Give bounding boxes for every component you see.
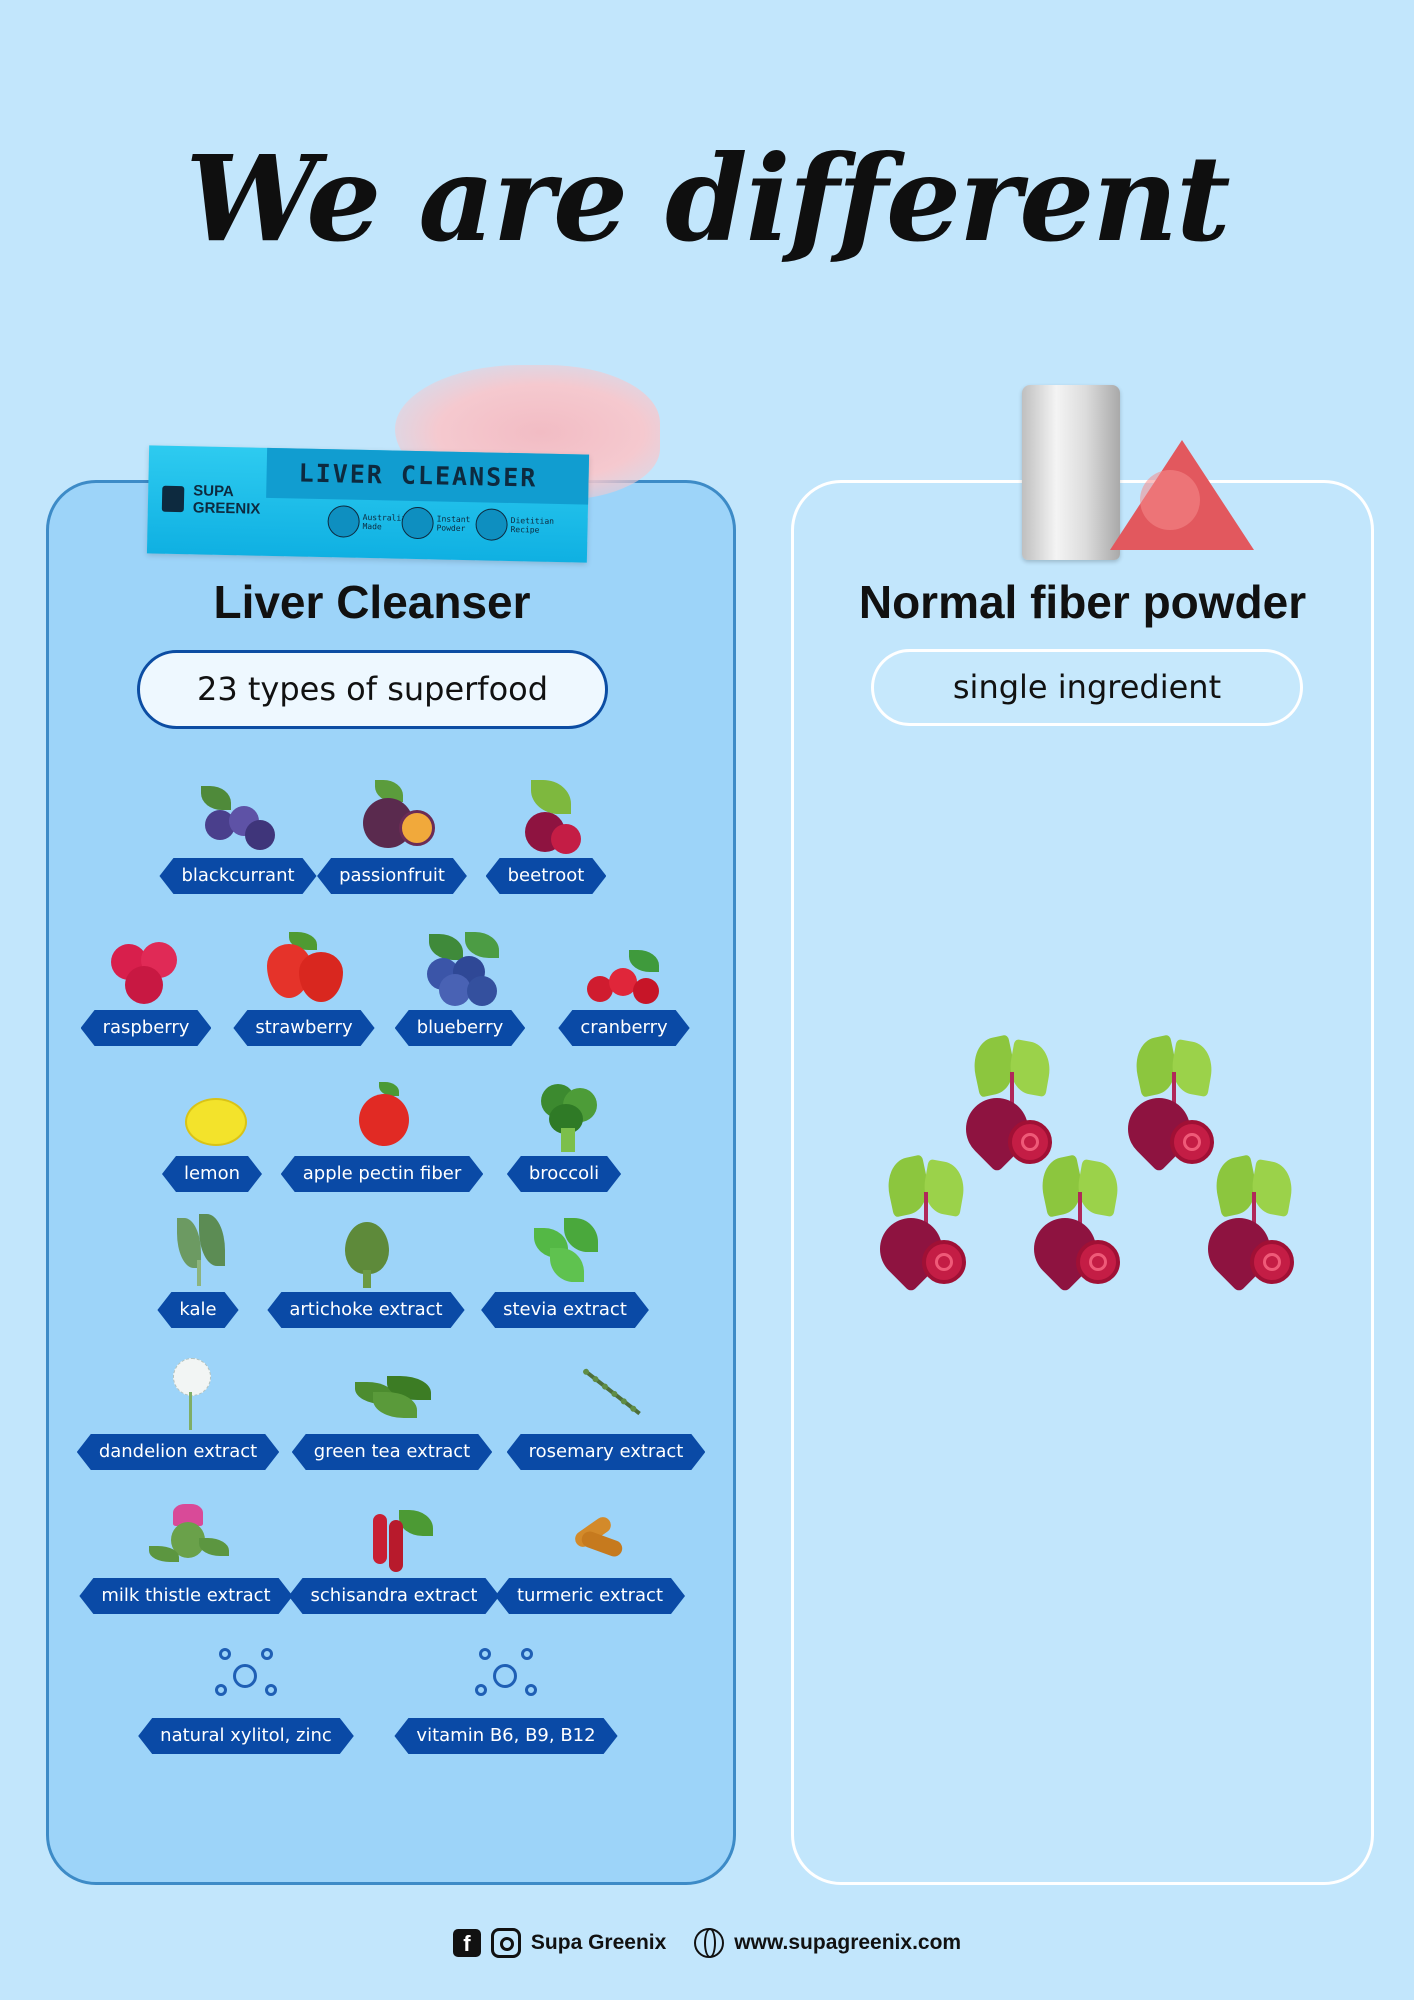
- ingredient-beetroot: beetroot: [426, 780, 666, 894]
- ingredient-label: rosemary extract: [507, 1434, 706, 1470]
- page-title: We are different: [185, 129, 1230, 268]
- ingredient-label: raspberry: [81, 1010, 212, 1046]
- ingredient-dandelion-extract: dandelion extract: [58, 1356, 298, 1470]
- ingredient-label: lemon: [162, 1156, 262, 1192]
- silver-pouch-image: [1022, 385, 1120, 560]
- globe-icon: [694, 1928, 725, 1958]
- sachet-feature-label: Dietitian Recipe: [510, 515, 555, 535]
- ingredient-label: blueberry: [395, 1010, 526, 1046]
- sachet-features: Australian Made Instant Powder Dietitian…: [327, 505, 554, 541]
- ingredient-vitamin-b: vitamin B6, B9, B12: [386, 1640, 626, 1754]
- artichoke-icon: [321, 1214, 411, 1288]
- schisandra-icon: [349, 1500, 439, 1574]
- ingredient-green-tea-extract: green tea extract: [272, 1356, 512, 1470]
- ingredient-passionfruit: passionfruit: [272, 780, 512, 894]
- ingredient-rosemary-extract: rosemary extract: [486, 1356, 726, 1470]
- ingredient-label: artichoke extract: [267, 1292, 464, 1328]
- ingredient-label: turmeric extract: [495, 1578, 685, 1614]
- ingredient-label: apple pectin fiber: [281, 1156, 484, 1192]
- ingredient-label: strawberry: [233, 1010, 374, 1046]
- beetroot-icon: [1195, 1154, 1304, 1293]
- ingredient-label: green tea extract: [292, 1434, 492, 1470]
- ingredient-label: milk thistle extract: [79, 1578, 292, 1614]
- liver-cleanser-sachet-image: SUPA GREENIX LIVER CLEANSER Australian M…: [146, 445, 590, 563]
- ingredient-lemon: lemon: [92, 1078, 332, 1192]
- ingredient-cranberry: cranberry: [504, 932, 744, 1046]
- sachet-feature: Australian Made: [327, 505, 411, 538]
- apple-icon: [337, 1078, 427, 1152]
- rosemary-icon: [561, 1356, 651, 1430]
- sachet-brand: SUPA GREENIX: [192, 482, 261, 518]
- footer: f Supa Greenix www.supagreenix.com: [0, 1928, 1414, 1958]
- facebook-icon[interactable]: f: [452, 1929, 481, 1957]
- ingredient-label: cranberry: [558, 1010, 689, 1046]
- lemon-icon: [167, 1078, 257, 1152]
- superfood-count-pill: 23 types of superfood: [137, 650, 608, 729]
- kale-icon: [153, 1214, 243, 1288]
- green-tea-icon: [347, 1356, 437, 1430]
- broccoli-icon: [519, 1078, 609, 1152]
- ingredient-label: blackcurrant: [159, 858, 316, 894]
- ingredient-blueberry: blueberry: [340, 932, 580, 1046]
- ingredient-label: vitamin B6, B9, B12: [394, 1718, 617, 1754]
- ingredient-apple-pectin-fiber: apple pectin fiber: [262, 1078, 502, 1192]
- sachet-product-name: LIVER CLEANSER: [298, 458, 538, 493]
- ingredient-broccoli: broccoli: [444, 1078, 684, 1192]
- ingredient-natural-xylitol-zinc: natural xylitol, zinc: [126, 1640, 366, 1754]
- instagram-icon[interactable]: [490, 1928, 521, 1958]
- raspberry-icon: [101, 932, 191, 1006]
- sachet-feature-label: Instant Powder: [436, 514, 471, 534]
- ingredient-artichoke-extract: artichoke extract: [246, 1214, 486, 1328]
- beetroot-icon: [867, 1154, 976, 1293]
- beetroot-icon: [1115, 1034, 1224, 1173]
- brand-logo-icon: [161, 485, 185, 513]
- website-link[interactable]: www.supagreenix.com: [734, 1931, 962, 1954]
- ingredient-milk-thistle-extract: milk thistle extract: [66, 1500, 306, 1614]
- beetroot-icon: [1021, 1154, 1130, 1293]
- powder-bowl-icon: [401, 506, 434, 540]
- ingredient-label: broccoli: [507, 1156, 621, 1192]
- beetroot-icon: [501, 780, 591, 854]
- ingredient-label: beetroot: [486, 858, 607, 894]
- strawberry-icon: [259, 932, 349, 1006]
- recipe-icon: [475, 508, 508, 541]
- molecule-icon: [461, 1640, 551, 1714]
- beetroot-icon: [953, 1034, 1062, 1173]
- ingredient-label: natural xylitol, zinc: [138, 1718, 354, 1754]
- milk-thistle-icon: [141, 1500, 231, 1574]
- passionfruit-icon: [347, 780, 437, 854]
- ingredient-label: dandelion extract: [77, 1434, 279, 1470]
- stevia-icon: [520, 1214, 610, 1288]
- cranberry-icon: [579, 932, 669, 1006]
- ingredient-label: passionfruit: [317, 858, 467, 894]
- kangaroo-icon: [327, 505, 360, 538]
- blackcurrant-icon: [193, 780, 283, 854]
- ingredient-label: stevia extract: [481, 1292, 649, 1328]
- ingredient-blackcurrant: blackcurrant: [118, 780, 358, 894]
- molecule-icon: [201, 1640, 291, 1714]
- sachet-feature: Dietitian Recipe: [475, 508, 554, 541]
- ingredient-label: schisandra extract: [289, 1578, 500, 1614]
- turmeric-icon: [545, 1500, 635, 1574]
- ingredient-label: kale: [157, 1292, 238, 1328]
- ingredient-turmeric-extract: turmeric extract: [470, 1500, 710, 1614]
- ingredient-kale: kale: [78, 1214, 318, 1328]
- social-handle[interactable]: Supa Greenix: [530, 1931, 667, 1954]
- ingredient-stevia-extract: stevia extract: [445, 1214, 685, 1328]
- ingredient-strawberry: strawberry: [184, 932, 424, 1046]
- ingredient-raspberry: raspberry: [26, 932, 266, 1046]
- dandelion-icon: [133, 1356, 223, 1430]
- normal-fiber-heading: Normal fiber powder: [858, 576, 1307, 628]
- sachet-feature: Instant Powder: [401, 506, 471, 540]
- liver-cleanser-heading: Liver Cleanser: [213, 576, 531, 628]
- ingredient-schisandra-extract: schisandra extract: [274, 1500, 514, 1614]
- single-ingredient-pill: single ingredient: [871, 649, 1303, 726]
- blueberry-icon: [415, 932, 505, 1006]
- powder-highlight: [1140, 470, 1200, 530]
